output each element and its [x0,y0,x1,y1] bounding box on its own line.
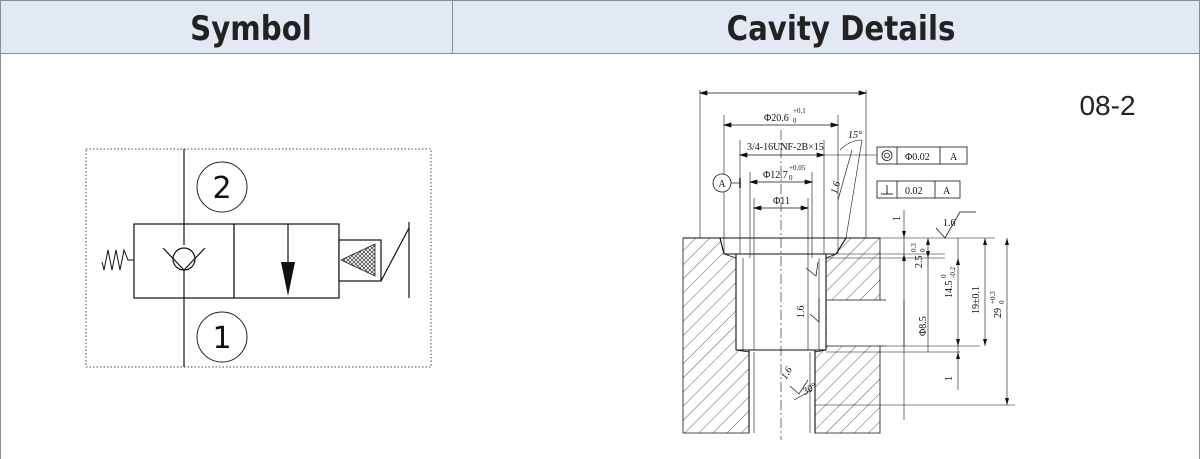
dim-14-5-tol-lower: -0.2 [949,266,957,278]
cavity-details-heading: Cavity Details [726,9,956,49]
concentricity-ref: A [950,152,958,163]
rough-label-3: 1.6 [796,306,807,319]
body-section-left [682,237,750,434]
solenoid-icon [338,222,410,298]
dim-angle-15: 15° [848,130,862,141]
dim-d-outer-tol-lower: 0 [793,117,797,125]
port-2-label: 2 [212,171,231,206]
port-1-label: 1 [212,321,231,356]
perpendicularity-frame: 0.02 A [876,180,961,199]
dim-1-bottom: 1 [944,376,955,381]
symbol-heading: Symbol [190,9,312,49]
dim-29: 29 [993,308,1004,318]
dim-d-mid: Φ12.7 [763,170,788,181]
concentricity-value: Φ0.02 [905,152,930,163]
dim-29-tol-upper: +0.3 [989,291,997,304]
dim-29-tol-lower: 0 [998,300,1006,304]
datum-a-label: A [718,179,726,190]
rough-label-4: 1.6 [779,365,795,381]
dim-d-outer: Φ20.6 [764,113,789,124]
dim-2-5-tol-upper: 0.3 [910,243,918,252]
dim-d-8-5: Φ8.5 [918,316,929,336]
dim-d-11: Φ11 [773,196,790,207]
header-bar: Symbol Cavity Details [0,0,1200,54]
perpendicularity-value: 0.02 [905,186,923,197]
dim-thread: 3/4-16UNF-2B×15 [747,142,824,153]
dim-19: 19±0.1 [971,286,982,314]
perpendicular-icon [881,185,893,195]
flow-arrow-icon [281,224,295,296]
dim-d-outer-tol-upper: +0.1 [793,107,806,115]
dim-2-5: 2.5 [914,256,925,269]
concentricity-icon [881,150,893,161]
port-2-marker: 2 [196,161,248,213]
check-valve-icon [162,224,206,298]
dim-d-mid-tol-lower: 0 [789,174,793,182]
roughness-symbol-top [935,211,976,239]
dim-1-top: 1 [892,216,903,221]
datum-a-marker: A [712,173,741,193]
symbol-envelope [85,148,432,368]
rough-label-1: 1.6 [829,180,843,195]
cavity-drawing: Φ20.6 +0.1 0 3/4-16UNF-2B×15 Φ12.7 +0.05… [682,90,1015,440]
cavity-outline [683,237,880,433]
valve-symbol-diagram: 2 1 [85,148,432,368]
concentricity-frame: Φ0.02 A [824,146,968,165]
dim-14-5: 14.5 [944,281,955,299]
spring-icon [101,248,134,271]
dim-2-5-tol-lower: 0 [919,248,927,252]
side-port [827,300,887,346]
port-1-marker: 1 [196,311,248,363]
cavity-code: 08-2 [1079,90,1136,121]
dim-d-mid-tol-upper: +0.05 [789,164,806,172]
header-divider [452,1,453,53]
perpendicularity-ref: A [943,186,951,197]
dim-14-5-tol-upper: 0 [940,274,948,278]
rough-label-2: 1.6 [943,218,956,229]
